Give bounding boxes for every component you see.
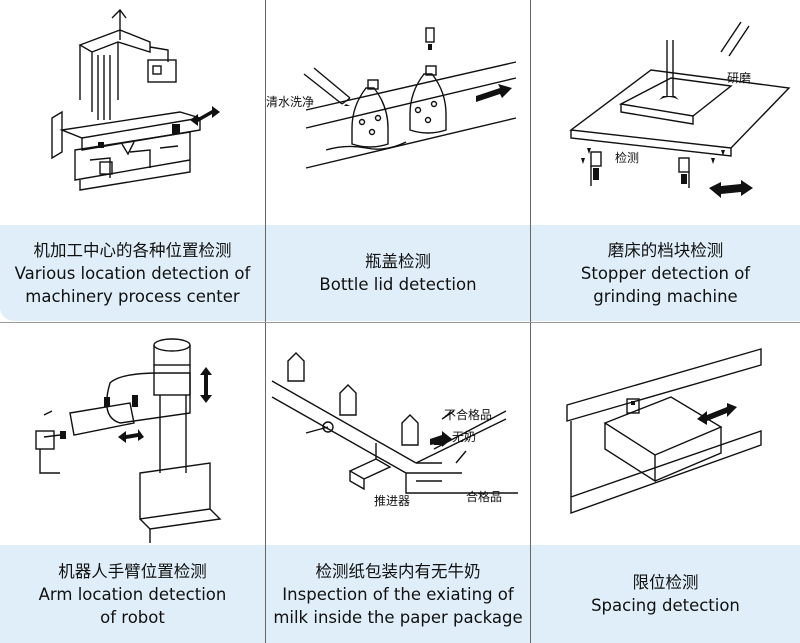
caption-cn: 机器人手臂位置检测 (58, 561, 207, 581)
caption-en-line1: Inspection of the exiating of (282, 584, 514, 604)
panel-robot-arm: 机器人手臂位置检测 Arm location detection of robo… (0, 323, 265, 643)
caption: 检测纸包装内有无牛奶 Inspection of the exiating of… (266, 545, 530, 643)
column-divider-1 (265, 0, 266, 643)
sensor-icon (104, 397, 110, 407)
caption-en-line1: Stopper detection of (580, 263, 751, 283)
caption-cn: 限位检测 (632, 573, 699, 592)
sensor-icon (172, 124, 180, 134)
label-detect: 检测 (615, 150, 639, 165)
label-wash: 清水洗净 (266, 95, 314, 109)
label-grind: 研磨 (727, 71, 751, 85)
arrow-icon (118, 429, 144, 443)
caption-en-line2: of robot (100, 607, 165, 627)
caption: 限位检测 Spacing detection (531, 545, 800, 643)
caption-en-line1: Bottle lid detection (319, 275, 477, 294)
arrow-icon (190, 106, 220, 126)
caption-en-line1: Arm location detection (38, 584, 227, 604)
label-reject: 不合格品 (444, 407, 492, 422)
caption-en-line2: machinery process center (25, 286, 240, 306)
panel-grinding-stopper: 研磨 检测 磨床的档块检测 Stopper detection of grind… (531, 0, 800, 322)
caption-cn: 磨床的档块检测 (607, 240, 724, 260)
machining-center-illustration (51, 8, 220, 191)
caption-cn: 瓶盖检测 (365, 252, 431, 271)
caption: 机加工中心的各种位置检测 Various location detection … (0, 225, 265, 321)
panel-bottle-lid: 清水洗净 瓶盖检测 Bottle lid detection (266, 0, 530, 322)
arrow-icon (709, 180, 753, 198)
spacing-illustration (566, 348, 762, 514)
panel-spacing: 限位检测 Spacing detection (531, 323, 800, 643)
milk-package-illustration: 不合格品 无奶 推进器 合格品 (271, 352, 518, 508)
arrow-icon (476, 84, 512, 102)
arrow-icon (430, 431, 452, 447)
caption-en-line1: Spacing detection (591, 596, 740, 615)
caption-cn: 机加工中心的各种位置检测 (33, 240, 232, 260)
vertical-arrow-icon (200, 367, 212, 403)
panel-milk-package: 不合格品 无奶 推进器 合格品 检测纸包装内有无牛奶 Inspection of… (266, 323, 530, 643)
caption: 瓶盖检测 Bottle lid detection (266, 225, 530, 321)
caption-en-line2: grinding machine (593, 286, 738, 306)
label-pusher: 推进器 (374, 494, 410, 508)
row-divider (0, 322, 800, 323)
label-no-milk: 无奶 (452, 430, 476, 444)
arrow-icon (697, 403, 737, 425)
panel-machining-center: 机加工中心的各种位置检测 Various location detection … (0, 0, 265, 322)
robot-arm-illustration (35, 338, 222, 543)
bottle-lid-illustration: 清水洗净 (266, 27, 517, 169)
label-pass: 合格品 (466, 489, 502, 504)
caption: 磨床的档块检测 Stopper detection of grinding ma… (531, 225, 800, 321)
caption: 机器人手臂位置检测 Arm location detection of robo… (0, 545, 265, 643)
grinding-machine-illustration: 研磨 检测 (569, 21, 791, 198)
caption-en-line1: Various location detection of (14, 263, 251, 283)
column-divider-2 (530, 0, 531, 643)
caption-en-line2: milk inside the paper package (273, 607, 523, 627)
caption-cn: 检测纸包装内有无牛奶 (315, 561, 481, 581)
